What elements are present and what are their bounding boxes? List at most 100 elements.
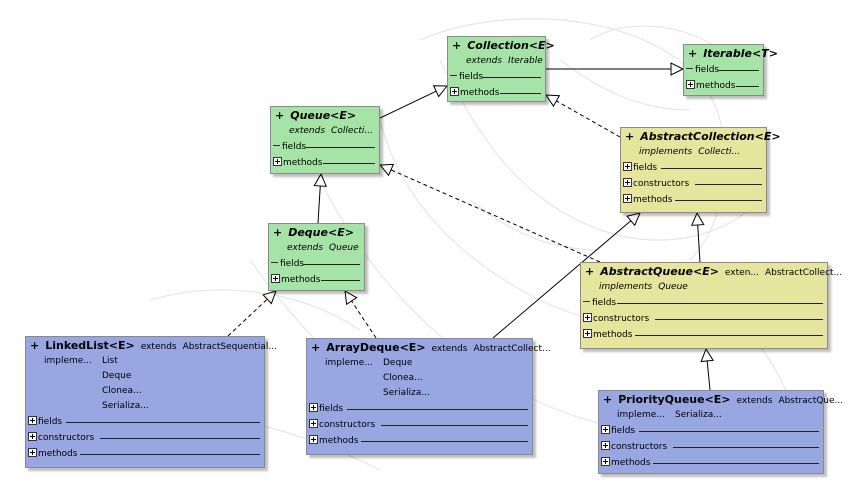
arrowhead-icon <box>670 62 685 76</box>
extends-keyword: extends <box>431 344 468 354</box>
dash-icon <box>686 68 693 69</box>
section-constructors[interactable]: constructors <box>307 417 532 433</box>
public-marker: + <box>30 339 40 352</box>
section-constructors[interactable]: constructors <box>621 176 766 192</box>
class-abstract-queue[interactable]: +AbstractQueue<E>exten...AbstractCollect… <box>580 262 842 349</box>
section-methods[interactable]: methods <box>599 455 823 471</box>
section-fields[interactable]: fields <box>26 414 264 430</box>
arrowhead-icon <box>378 163 395 177</box>
arrowhead-icon <box>262 290 277 305</box>
section-label: constructors <box>319 420 376 430</box>
expand-icon[interactable] <box>623 178 632 187</box>
dash-icon <box>583 301 590 302</box>
implements-item: Clonea... <box>102 386 142 396</box>
section-fields: fields <box>581 295 827 311</box>
section-fields[interactable]: fields <box>621 160 766 176</box>
public-marker: + <box>275 109 285 122</box>
arrowhead-icon <box>344 290 358 306</box>
implements-keyword: impleme... <box>617 410 665 420</box>
class-priority-queue[interactable]: + PriorityQueue<E> extends AbstractQue... i… <box>598 390 843 474</box>
section-fields: fields <box>269 256 364 272</box>
section-label: methods <box>696 81 736 91</box>
implements-list: impleme... Serializa... <box>599 408 823 423</box>
section-methods[interactable]: methods <box>448 85 545 101</box>
section-fields[interactable]: fields <box>307 401 532 417</box>
expand-icon[interactable] <box>583 329 592 338</box>
class-name: Collection<E> <box>467 39 555 52</box>
expand-icon[interactable] <box>686 80 695 89</box>
public-marker: + <box>273 226 283 239</box>
expand-icon[interactable] <box>601 425 610 434</box>
edge-deque-queue <box>317 185 321 224</box>
extends-value: AbstractQue... <box>778 396 844 406</box>
class-name: PriorityQueue<E> <box>618 393 731 406</box>
expand-icon[interactable] <box>450 87 459 96</box>
implements-keyword: impleme... <box>325 358 373 368</box>
extends-keyword: extends <box>736 396 773 406</box>
section-label: fields <box>695 65 720 75</box>
section-methods[interactable]: methods <box>307 433 532 449</box>
arrowhead-icon <box>545 94 561 108</box>
implements-item: Deque <box>102 371 132 381</box>
extends-value: AbstractSequential... <box>182 342 277 352</box>
edge-abstract-collection-collection <box>556 100 621 138</box>
arrowhead-icon <box>313 172 328 187</box>
public-marker: + <box>688 47 698 60</box>
expand-icon[interactable] <box>601 457 610 466</box>
section-label: fields <box>38 417 63 427</box>
section-label: fields <box>633 163 658 173</box>
section-methods[interactable]: methods <box>26 446 264 462</box>
section-label: fields <box>280 259 305 269</box>
section-fields[interactable]: fields <box>599 423 823 439</box>
extends-keyword: extends <box>289 126 326 136</box>
expand-icon[interactable] <box>309 419 318 428</box>
section-label: methods <box>633 195 673 205</box>
expand-icon[interactable] <box>271 274 280 283</box>
section-methods[interactable]: methods <box>581 327 827 343</box>
section-methods[interactable]: methods <box>621 192 766 208</box>
section-label: methods <box>611 458 651 468</box>
section-fields: fields <box>684 62 763 78</box>
expand-icon[interactable] <box>28 416 37 425</box>
expand-icon[interactable] <box>583 313 592 322</box>
expand-icon[interactable] <box>601 441 610 450</box>
expand-icon[interactable] <box>28 432 37 441</box>
section-methods[interactable]: methods <box>271 155 379 171</box>
section-constructors[interactable]: constructors <box>26 430 264 446</box>
class-name: Deque<E> <box>288 226 354 239</box>
section-fields: fields <box>448 69 545 85</box>
expand-icon[interactable] <box>623 194 632 203</box>
section-label: methods <box>460 88 500 98</box>
section-methods[interactable]: methods <box>269 272 364 288</box>
expand-icon[interactable] <box>623 162 632 171</box>
section-constructors[interactable]: constructors <box>581 311 827 327</box>
edge-priority-queue-abstract-queue <box>706 360 711 391</box>
dash-icon <box>271 262 278 263</box>
implements-item: Deque <box>383 358 413 368</box>
class-iterable[interactable]: +Iterable<T> fields methods <box>683 44 778 96</box>
implements-keyword: impleme... <box>44 356 92 366</box>
implements-item: Clonea... <box>383 373 423 383</box>
edge-abstract-queue-abstract-collection <box>697 224 701 263</box>
section-label: fields <box>592 298 617 308</box>
edge-array-deque-abstract-collection <box>492 220 632 339</box>
section-methods[interactable]: methods <box>684 78 763 94</box>
section-constructors[interactable]: constructors <box>599 439 823 455</box>
public-marker: + <box>603 393 613 406</box>
edge-queue-collection <box>379 90 437 119</box>
expand-icon[interactable] <box>309 435 318 444</box>
expand-icon[interactable] <box>309 403 318 412</box>
dash-icon <box>450 75 457 76</box>
class-name: AbstractCollection<E> <box>640 130 781 143</box>
expand-icon[interactable] <box>273 157 282 166</box>
expand-icon[interactable] <box>28 448 37 457</box>
class-name: Queue<E> <box>290 109 357 122</box>
section-label: methods <box>38 449 78 459</box>
public-marker: + <box>452 39 462 52</box>
